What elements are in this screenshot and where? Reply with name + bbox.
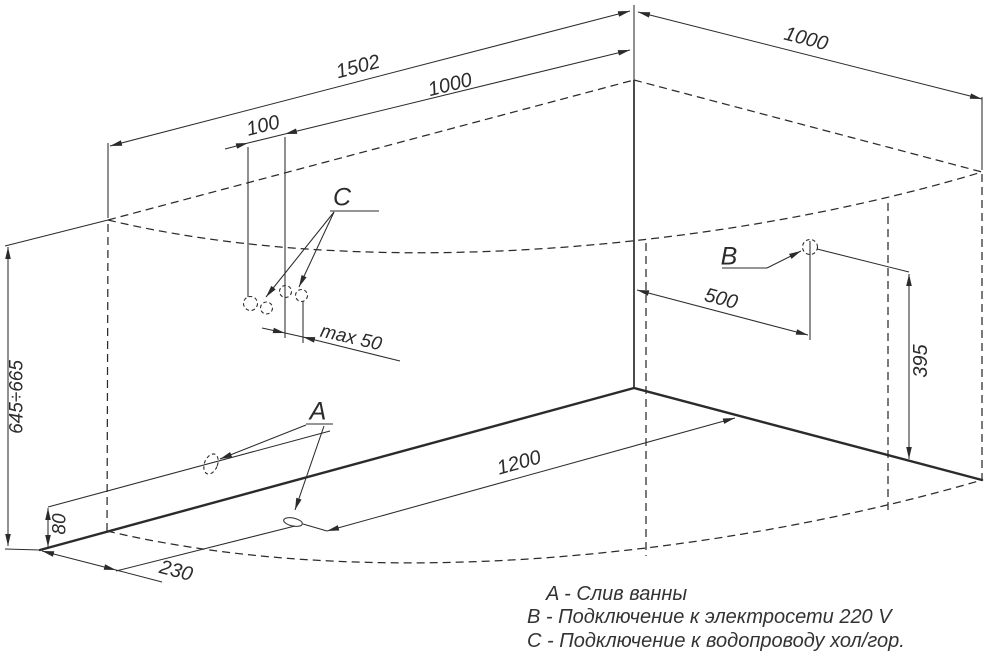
- dim-line-electric-offset: [636, 289, 809, 336]
- label-water: C: [332, 183, 352, 212]
- dim-line-drain-length: [302, 417, 736, 532]
- dim-line-rim-height: [4, 219, 109, 551]
- legend-item-drain: A - Слив ванны: [546, 583, 688, 605]
- bathtub-outline: [106, 79, 983, 564]
- electric-connection-point: [722, 238, 819, 340]
- label-drain: A: [309, 397, 327, 426]
- legend-item-electric: B - Подключение к электросети 220 V: [527, 606, 892, 629]
- dim-line-electric-height: [816, 248, 912, 459]
- dim-line-foot-height: [45, 430, 331, 547]
- legend: A - Слив ванны B - Подключение к электро…: [527, 583, 905, 653]
- dim-line-1000-right: [637, 11, 983, 170]
- water-connection-points: [242, 137, 401, 362]
- legend-item-water: C - Подключение к водопроводу хол/гор.: [527, 629, 905, 652]
- dim-line-1000-left: [224, 49, 631, 150]
- dim-line-1502: [107, 10, 631, 218]
- dim-text-rim-height: 645÷665: [6, 360, 28, 434]
- drain-connection-point: [203, 423, 333, 527]
- dim-text-80: 80: [49, 513, 71, 535]
- dim-text-395: 395: [910, 344, 932, 378]
- dim-line-drain-offset: [41, 525, 296, 583]
- label-electric: B: [720, 242, 738, 271]
